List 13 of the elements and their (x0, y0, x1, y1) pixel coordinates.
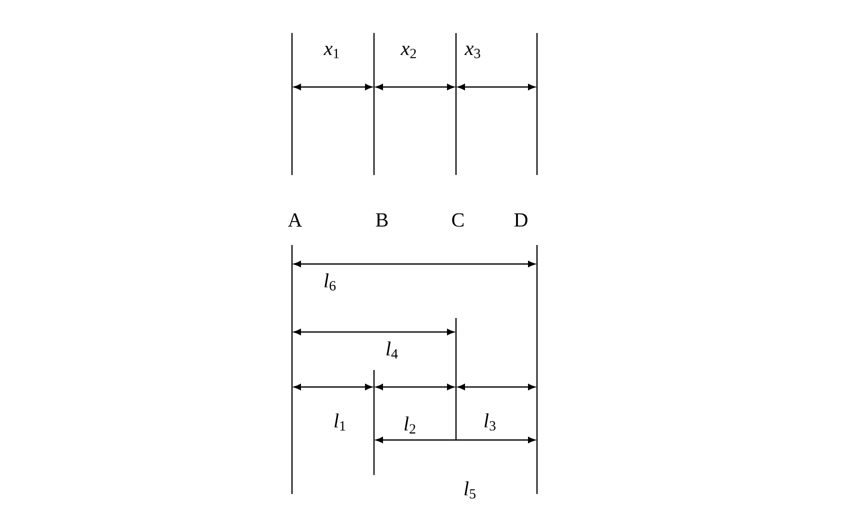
dimension-label: l$_{1}$ (334, 414, 346, 430)
dimension-label: A (288, 213, 302, 227)
dimension-label: x$_{3}$ (464, 46, 480, 58)
dimension-label: C (452, 213, 464, 227)
dimension-label: l$_{5}$ (464, 481, 476, 499)
dimension-label: x$_{2}$ (400, 46, 416, 58)
dimension-label: B (376, 213, 388, 227)
dimension-label: l$_{3}$ (484, 413, 496, 431)
dimension-label: D (514, 213, 528, 227)
dimension-label: l$_{4}$ (386, 342, 398, 358)
dimension-label: l$_{2}$ (404, 416, 416, 434)
dimension-label: l$_{6}$ (324, 273, 336, 291)
dimension-label: x$_{1}$ (324, 46, 339, 58)
